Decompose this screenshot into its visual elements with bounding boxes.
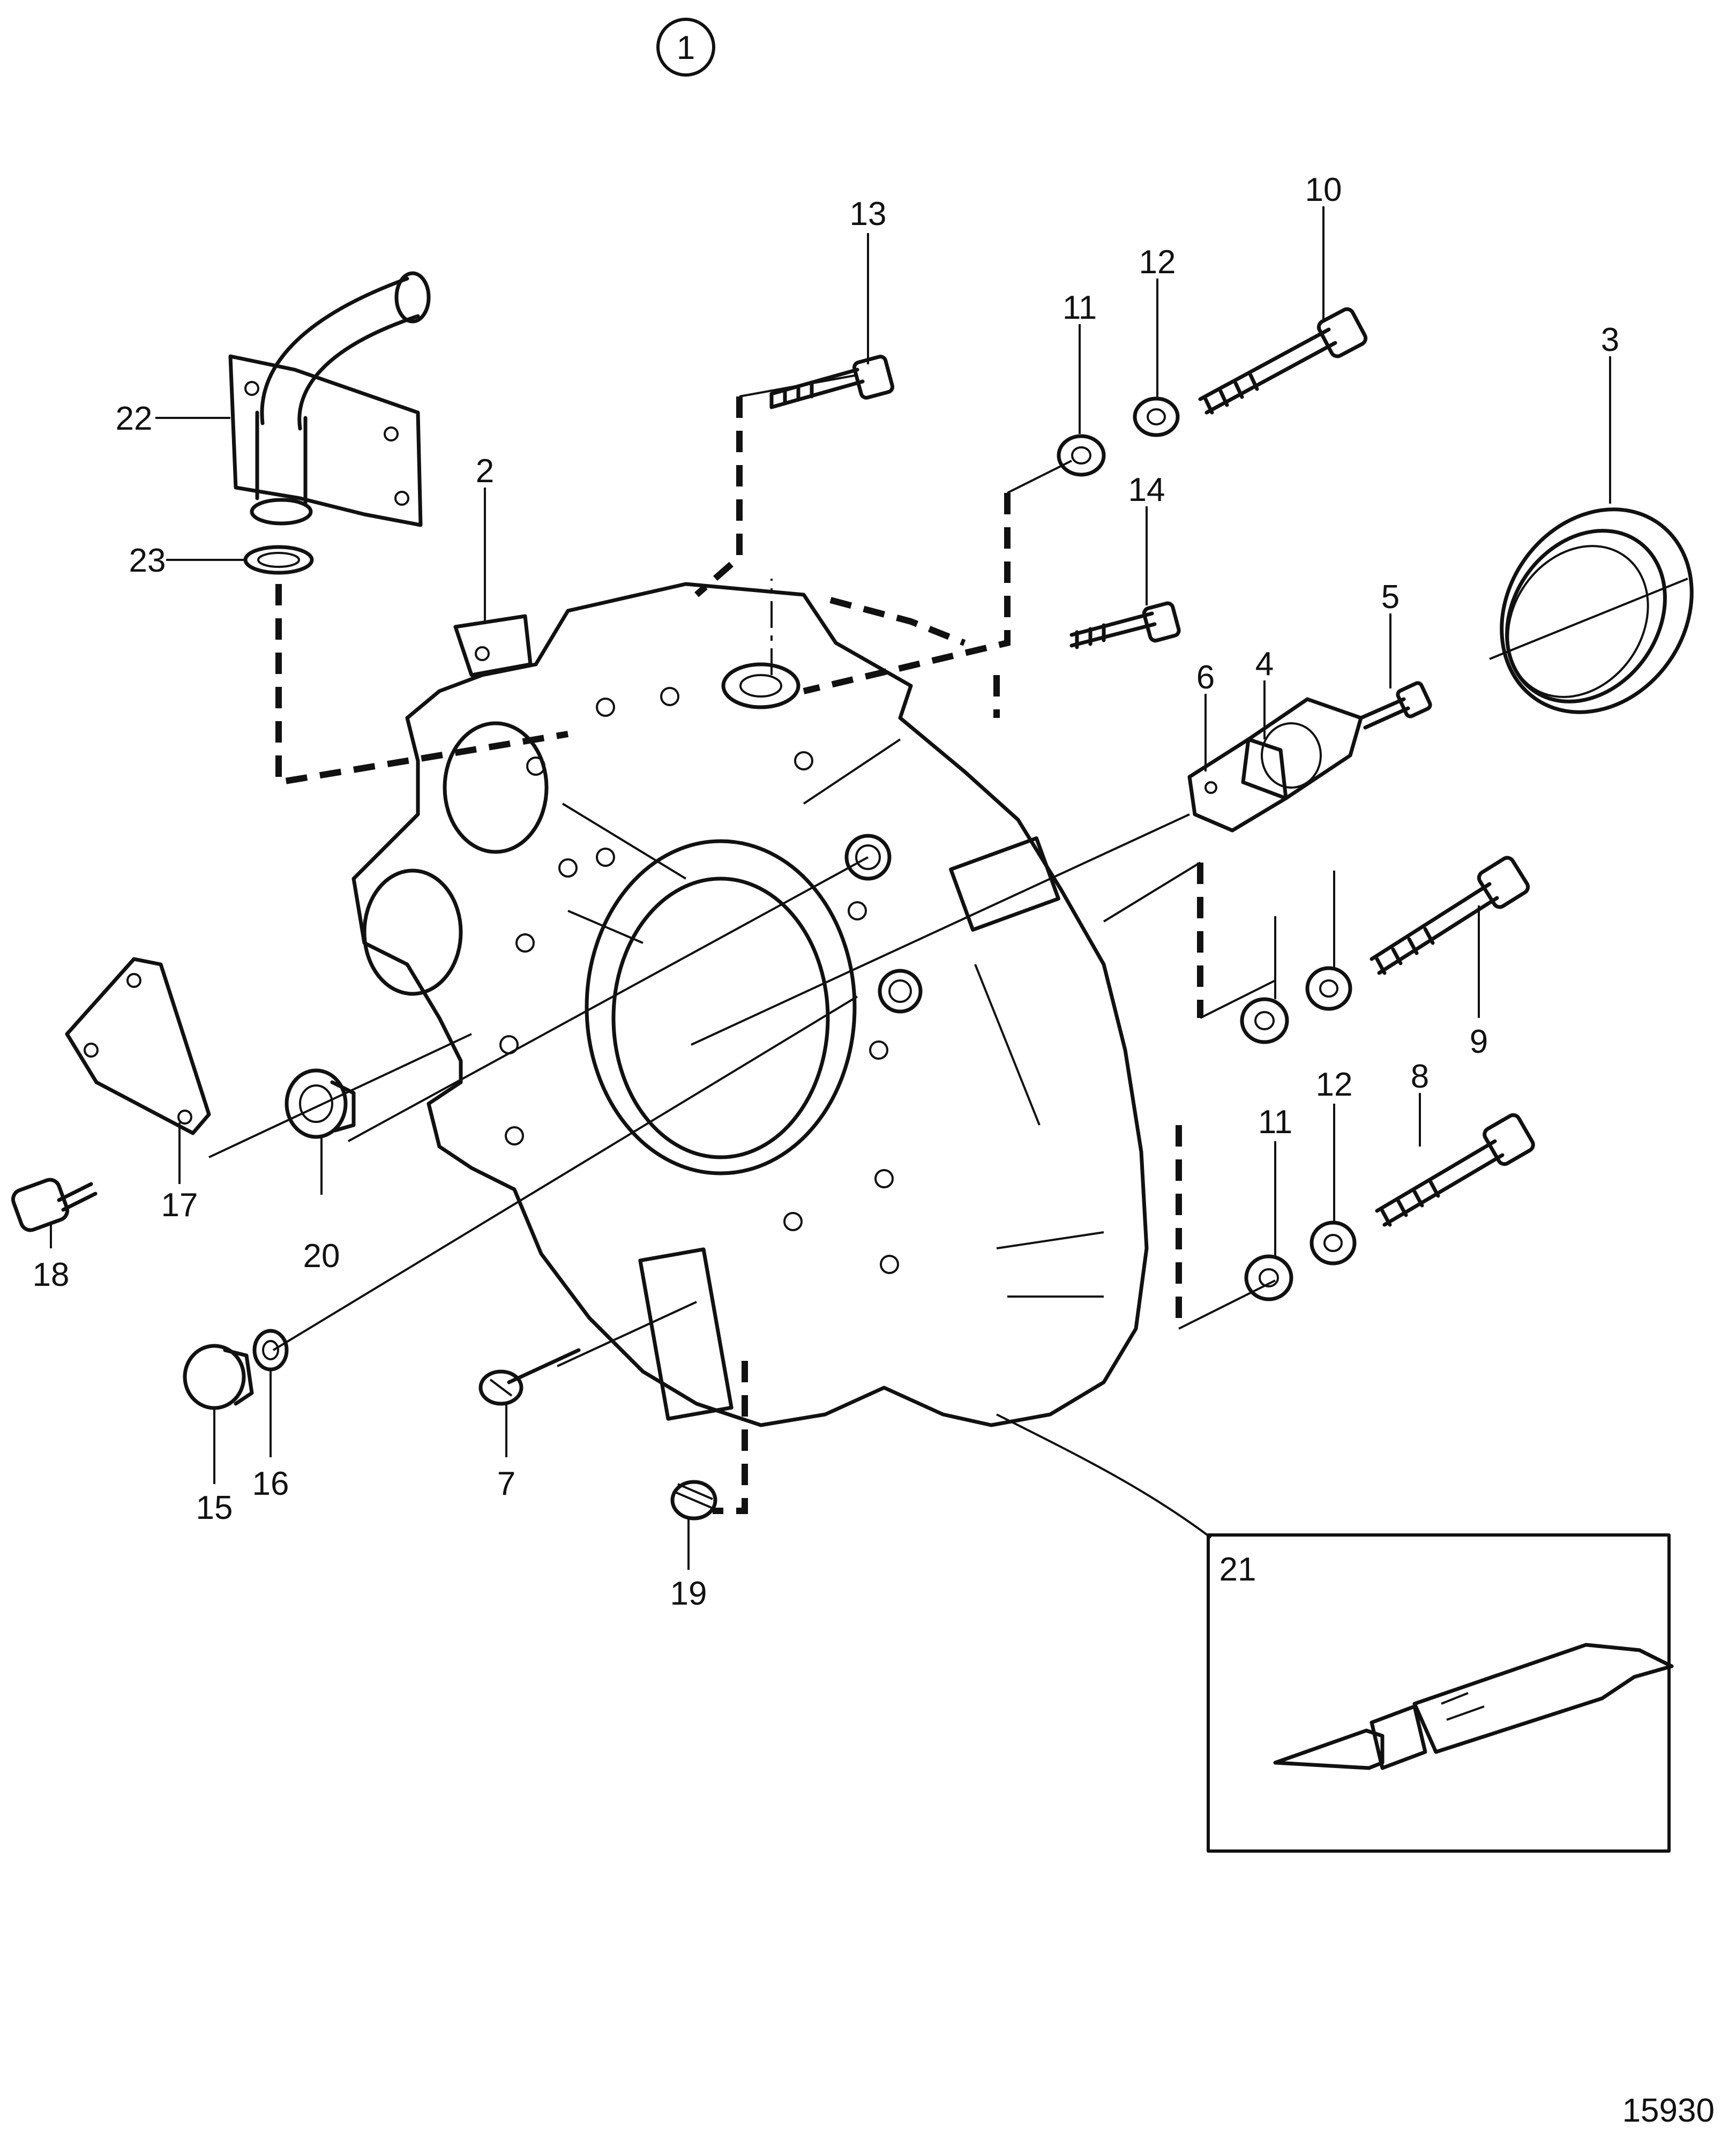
part-4-cover — [1241, 697, 1363, 800]
callout-18: 18 — [33, 1256, 70, 1293]
callout-labels: 13 10 12 11 3 22 2 14 23 5 4 6 9 8 11 12… — [33, 171, 1620, 1612]
callout-22: 22 — [116, 400, 153, 437]
callout-10-top: 10 — [1305, 171, 1342, 208]
callout-9: 9 — [1470, 1023, 1488, 1060]
part-11-washer-lower — [1244, 1254, 1293, 1301]
part-11-washer-upper — [1057, 434, 1106, 477]
drawing-number: 15930 — [1622, 2092, 1715, 2129]
part-12-washer-upper — [1133, 396, 1180, 437]
callout-6: 6 — [1196, 659, 1215, 696]
section-number: 1 — [677, 29, 695, 66]
flywheel-housing — [351, 582, 1149, 1427]
callout-15: 15 — [196, 1489, 233, 1526]
part-6-gasket — [1187, 737, 1288, 833]
part-16-washer — [252, 1329, 289, 1372]
part-5-screw — [1359, 681, 1432, 730]
part-18-screw — [11, 1178, 98, 1232]
part-15-plug — [183, 1344, 254, 1410]
part-12-washer-lower — [1310, 1220, 1357, 1265]
callout-leaders — [50, 206, 1611, 1570]
callout-7: 7 — [497, 1465, 515, 1502]
callout-5: 5 — [1381, 579, 1400, 616]
callout-21: 21 — [1219, 1551, 1256, 1588]
part-12-washer-middle — [1305, 966, 1352, 1011]
callout-13: 13 — [850, 196, 887, 233]
callout-12-middle: 12 — [1316, 1066, 1353, 1103]
part-19-spring — [670, 1480, 717, 1521]
callout-12-top: 12 — [1139, 244, 1176, 281]
callout-20: 20 — [303, 1238, 340, 1275]
part-10-bolt — [1198, 307, 1368, 415]
part-20-plug — [285, 1068, 356, 1139]
part-8-bolt — [1375, 1113, 1535, 1227]
part-23-seal-ring — [243, 545, 314, 575]
callout-8: 8 — [1411, 1058, 1429, 1095]
part-21-sealant-inset — [1207, 1533, 1674, 1853]
part-9-bolt — [1370, 856, 1530, 975]
part-13-bolt — [769, 355, 895, 409]
part-2-flange — [453, 614, 533, 677]
assembly-lines — [208, 374, 1688, 1539]
part-7-screw — [478, 1348, 581, 1406]
part-22-pipe-bracket — [228, 271, 431, 527]
part-11-washer-middle — [1240, 997, 1289, 1044]
section-badge: 1 — [656, 18, 715, 77]
part-14-bolt — [1069, 601, 1181, 649]
callout-11-middle: 11 — [1258, 1104, 1292, 1141]
callout-19: 19 — [670, 1575, 707, 1612]
callout-23: 23 — [129, 542, 166, 579]
callout-14: 14 — [1128, 471, 1165, 508]
callout-11-top: 11 — [1062, 289, 1097, 326]
callout-3: 3 — [1601, 321, 1619, 358]
callout-17: 17 — [161, 1187, 198, 1224]
part-17-cover-plate — [65, 957, 211, 1135]
callout-2: 2 — [476, 453, 494, 490]
callout-16: 16 — [252, 1465, 289, 1502]
part-3-oil-seal — [1500, 507, 1694, 714]
callout-4: 4 — [1255, 646, 1274, 683]
